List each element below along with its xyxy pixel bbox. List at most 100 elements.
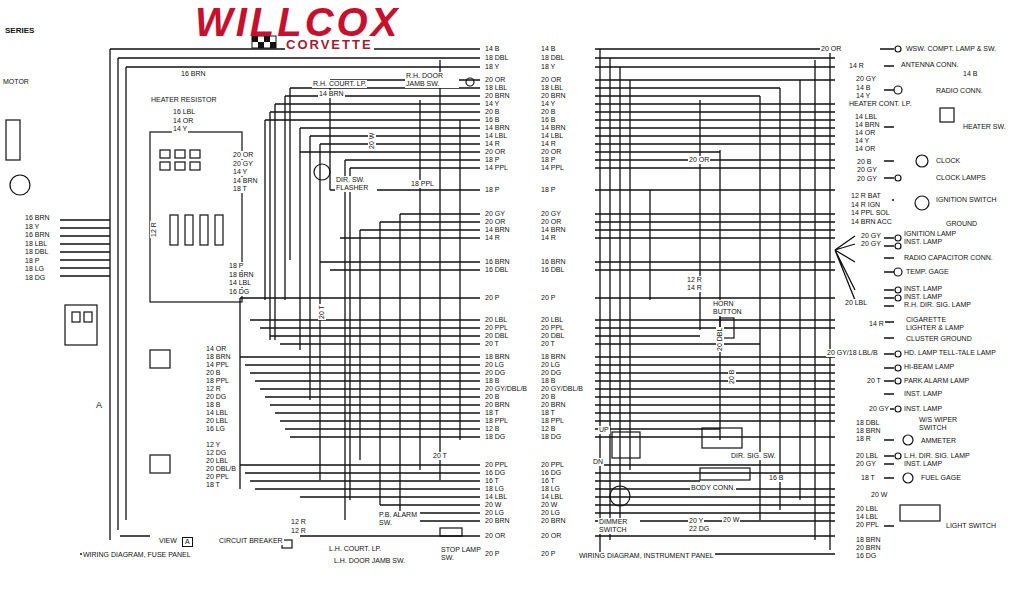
wire-label: 16 DBL [540, 266, 565, 274]
wire-label: 18 PPL [410, 180, 435, 188]
wire-label: 14 OR [172, 117, 194, 125]
wire-label: 18 P [540, 156, 556, 164]
wire-label: 20 T [484, 340, 500, 348]
wire-label: INST. LAMP [903, 238, 943, 246]
wire-label: 14 Y [172, 125, 188, 133]
wire-label: 14 OR [205, 345, 227, 353]
wire-label: WIRING DIAGRAM, INSTRUMENT PANEL [578, 552, 715, 560]
wire-label: 20 LBL [205, 417, 229, 425]
wire-label: 14 B [855, 84, 871, 92]
wire-label: SERIES [4, 27, 35, 35]
wire-label: VIEW [158, 537, 178, 545]
wire-label: 20 PPL [540, 461, 565, 469]
wire-label: 18 P [228, 262, 244, 270]
plug-pin [84, 312, 92, 322]
wire-label: L.H. DOOR JAMB SW. [333, 557, 406, 565]
turn-signal-switch-symbol [702, 428, 742, 448]
wire-label: UP [598, 426, 610, 434]
wire-label: 14 BRN ACC [850, 218, 893, 226]
wire-label: 18 T [860, 474, 876, 482]
wire-label: 14 LBL [854, 113, 878, 121]
wire-label: 20 DG [540, 369, 562, 377]
wire-label: INST. LAMP [903, 285, 943, 293]
wire-label: 14 BRN [540, 226, 567, 234]
wire-label: 14 PPL [540, 164, 565, 172]
wire-label: 20 GY [232, 160, 254, 168]
wire-label: 16 T [484, 477, 500, 485]
wire-label: 20 DBL [484, 332, 509, 340]
wire-label: 14 LBL [484, 132, 508, 140]
wire-label: 14 Y [540, 100, 556, 108]
ignition-switch-symbol [915, 196, 929, 210]
wire-label: 18 B [205, 401, 221, 409]
wire-label: HI-BEAM LAMP [903, 363, 955, 371]
wire-label: 16 DBL [484, 266, 509, 274]
clock-symbol [916, 155, 928, 167]
wire-label: 14 BRN [540, 124, 567, 132]
wire-label: 12 B [540, 425, 556, 433]
wire-label: 22 DG [688, 525, 710, 533]
wire-label: 20 LBL [855, 452, 879, 460]
wire-label: 16 BRN [24, 231, 51, 239]
wire-label: 14 Y [232, 168, 248, 176]
wire-label: CLOCK [935, 157, 961, 165]
wire-label: 16 DG [540, 469, 562, 477]
wire-label: 12 R [290, 527, 307, 535]
wire-label: PARK ALARM LAMP [903, 377, 970, 385]
wire-label: 20 BRN [540, 517, 567, 525]
wire-label: HEATER SW. [962, 123, 1007, 131]
wire-label: 18 BRN [484, 353, 511, 361]
wire-label: 18 DBL [855, 419, 880, 427]
wire-label: 18 DBL [24, 248, 49, 256]
wire-label: 14 PPL [205, 361, 230, 369]
wire-label: A [182, 537, 193, 547]
instrument-panel-wires [595, 49, 835, 554]
ammeter-symbol [903, 435, 913, 445]
wire-label: 20 PPL [484, 461, 509, 469]
fuse-symbol [190, 150, 200, 158]
wire-label: DIMMER SWITCH [598, 518, 640, 534]
wire-label: 20 PPL [855, 521, 880, 529]
wire-label: STOP LAMP SW. [440, 546, 482, 562]
wire-label: 20 LBL [205, 457, 229, 465]
wire-label: 14 B [484, 45, 500, 53]
wire-label: INST. LAMP [903, 293, 943, 301]
wire-label: 14 OR [854, 129, 876, 137]
wire-label: 12 R BAT [850, 192, 882, 200]
wire-label: DIR. SW. FLASHER [335, 176, 377, 192]
wire-label: 20 DG [205, 393, 227, 401]
wire-label: 20 BRN [484, 92, 511, 100]
lamp-symbol [895, 175, 901, 181]
wire-label: CLOCK LAMPS [935, 174, 987, 182]
wire-label: 20 T [318, 304, 326, 320]
lamp-symbol [895, 406, 901, 412]
wire-label: 20 DBL [540, 332, 565, 340]
wire-label: HORN BUTTON [712, 300, 748, 316]
wire-label: 20 LG [484, 509, 505, 517]
wire-label: 20 PPL [540, 324, 565, 332]
wire-label: 20 LG [540, 509, 561, 517]
wire-label: 16 T [540, 477, 556, 485]
wire-label: 18 DG [24, 274, 46, 282]
body-connector-symbol [700, 468, 750, 480]
wire-label: LIGHT SWITCH [945, 522, 997, 530]
wire-label: 18 P [484, 186, 500, 194]
wire-label: 14 Y [855, 92, 871, 100]
wire-label: 16 BRN [24, 214, 51, 222]
wire-label: CIGARETTE LIGHTER & LAMP [905, 316, 977, 332]
wire-label: 20 GY [860, 240, 882, 248]
wire-label: 16 BRN [484, 258, 511, 266]
wire-label: 18 DG [540, 433, 562, 441]
wire-label: 18 P [540, 186, 556, 194]
wire-label: L.H. DIR. SIG. LAMP [903, 452, 971, 460]
wire-label: P.B. ALARM SW. [378, 511, 420, 527]
lamp-symbol [895, 351, 901, 357]
wire-label: 20 GY [860, 232, 882, 240]
wire-label: 18 B [484, 377, 500, 385]
wire-label: 20 GY [540, 210, 562, 218]
wire-label: 18 PPL [540, 417, 565, 425]
plug-symbol [65, 305, 97, 345]
wiper-switch-symbol [612, 432, 640, 458]
wire-label: 18 DG [484, 433, 506, 441]
lamp-symbol [895, 243, 901, 249]
